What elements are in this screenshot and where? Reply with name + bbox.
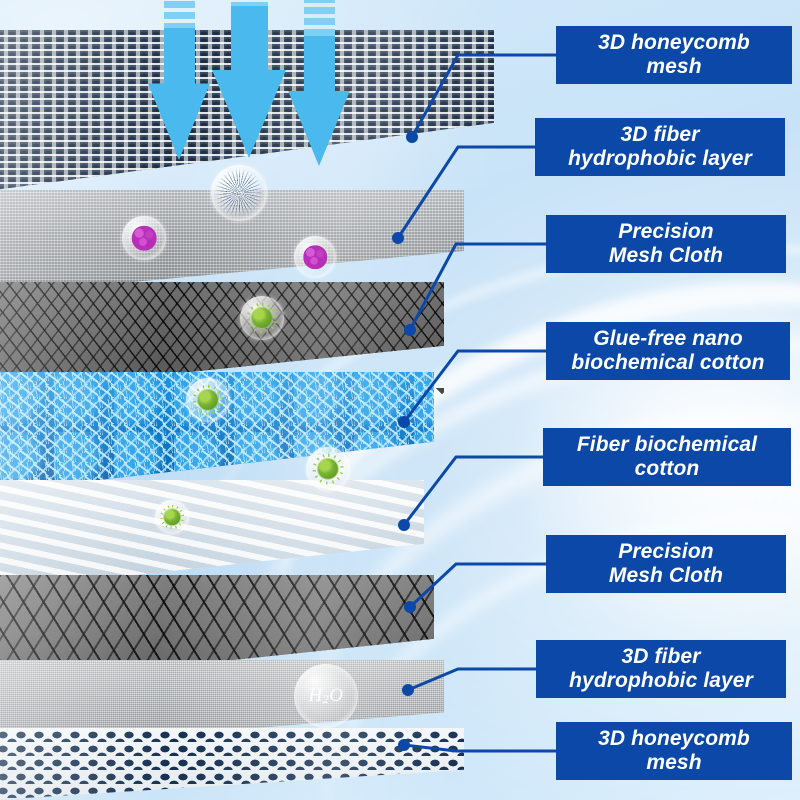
callout-line-2: mesh — [646, 55, 702, 78]
layer-surface — [0, 480, 424, 590]
arrow-left — [148, 0, 210, 160]
arrow-shaft-icon — [163, 28, 195, 88]
callout-line-1: 3D fiber — [620, 123, 700, 147]
bacteria-cluster-icon — [131, 225, 157, 251]
bacteria-cluster-icon — [303, 245, 327, 269]
arrow-trail-icon — [303, 0, 335, 36]
layer-surface — [0, 728, 464, 800]
layer-honeycomb-bottom — [0, 728, 464, 800]
callout-line-2: Mesh Cloth — [608, 244, 724, 267]
callout-line-2: hydrophobic layer — [568, 147, 752, 170]
callout-line-1: Precision — [618, 220, 714, 244]
arrow-shaft-icon — [230, 6, 268, 75]
callout-line-1: Glue-free nano — [593, 327, 743, 351]
callout-line-2: mesh — [646, 751, 702, 774]
germ-green-1 — [240, 296, 284, 340]
germ-purple-1 — [122, 216, 166, 260]
arrow-trail-icon — [163, 0, 195, 28]
arrow-head-icon — [288, 90, 350, 166]
germ-green-3 — [306, 447, 350, 491]
callout-line-1: Precision — [618, 540, 714, 564]
virus-core-icon — [164, 509, 180, 525]
callout-line-2: biochemical cotton — [571, 351, 765, 374]
arrow-head-icon — [148, 83, 210, 160]
arrow-center — [212, 0, 286, 158]
layer-precision-mesh-bottom — [0, 480, 424, 590]
water-droplet: H2O — [294, 664, 358, 728]
arrow-trail-icon — [230, 0, 268, 6]
callout-line-1: Fiber biochemical — [576, 433, 758, 457]
germ-purple-2 — [294, 236, 336, 278]
arrow-right — [288, 0, 350, 166]
germ-burr-1 — [211, 165, 267, 221]
callout-line-1: 3D honeycomb — [598, 31, 750, 55]
callout-line-2: Mesh Cloth — [608, 564, 724, 587]
arrow-head-icon — [212, 69, 286, 158]
virus-core-icon — [251, 307, 273, 329]
water-label: H2O — [308, 685, 344, 706]
virus-core-icon — [197, 389, 219, 411]
virus-core-icon — [317, 458, 339, 480]
pollen-icon — [214, 168, 264, 218]
callout-line-1: 3D honeycomb — [598, 727, 750, 751]
callout-line-2: hydrophobic layer — [569, 669, 753, 692]
callout-line-2: cotton — [634, 457, 700, 480]
germ-green-2 — [186, 378, 230, 422]
germ-green-4 — [155, 500, 189, 534]
arrow-shaft-icon — [303, 36, 335, 95]
callout-line-1: 3D fiber — [621, 645, 701, 669]
